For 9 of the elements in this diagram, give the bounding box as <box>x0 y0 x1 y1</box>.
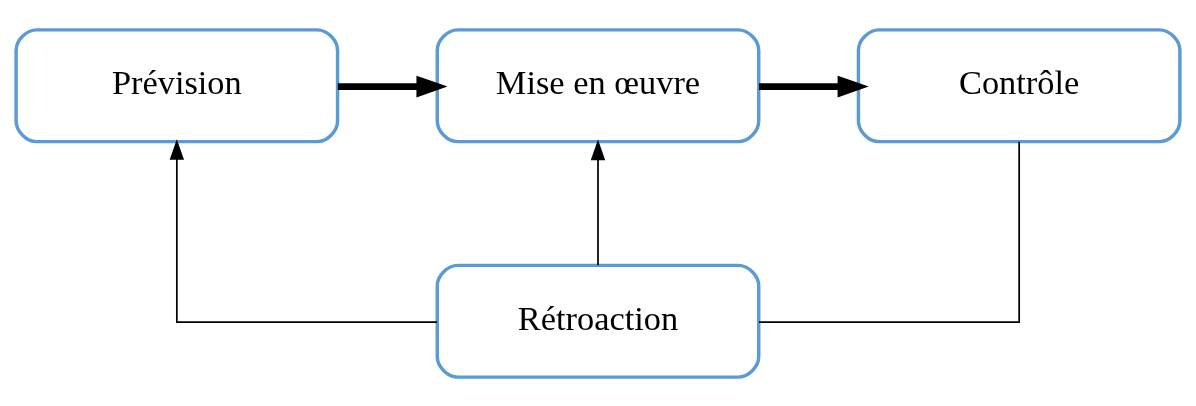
arrow <box>337 75 448 97</box>
arrow <box>169 138 438 323</box>
connector <box>758 140 1021 323</box>
node-box: Prévision <box>14 27 340 143</box>
arrow <box>590 139 606 266</box>
node-box: Contrôle <box>856 27 1182 143</box>
node-box: Rétroaction <box>435 263 761 379</box>
node-box: Mise en œuvre <box>435 27 761 143</box>
arrow <box>759 75 869 97</box>
